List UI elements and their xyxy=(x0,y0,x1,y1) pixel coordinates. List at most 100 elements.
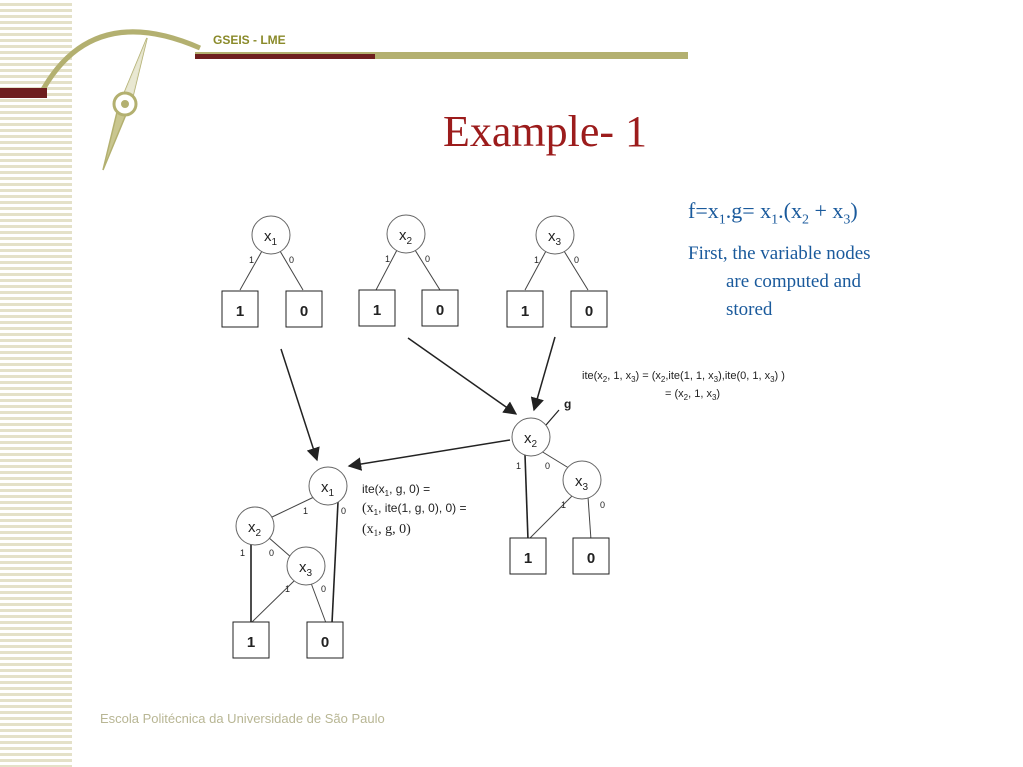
edge-label-zero: 0 xyxy=(289,255,294,265)
node-subscript: 2 xyxy=(256,528,262,539)
edge-label-one: 1 xyxy=(240,548,245,558)
edge-line xyxy=(587,496,592,541)
bdd-x3: x3 1 0 1 0 xyxy=(506,215,608,328)
formula-part: + x xyxy=(808,198,844,223)
terminal-label: 0 xyxy=(436,302,444,319)
description-line: First, the variable nodes xyxy=(688,243,871,264)
description-line: stored xyxy=(726,299,773,320)
terminal-node xyxy=(221,290,259,328)
page-title: Example- 1 xyxy=(443,107,648,156)
edge-label-zero: 0 xyxy=(425,254,430,264)
edge-label-one: 1 xyxy=(534,255,539,265)
terminal-label: 1 xyxy=(373,302,381,319)
svg-text:x2: x2 xyxy=(399,227,413,247)
svg-text:x3: x3 xyxy=(299,559,313,579)
node-label: x xyxy=(264,228,272,245)
terminal-node xyxy=(506,290,544,328)
terminal-node xyxy=(572,537,610,575)
node-label: x xyxy=(575,473,583,490)
edge-line xyxy=(540,450,573,471)
formula-sub: 2 xyxy=(801,212,809,228)
bdd-result: x1 1 0 x2 1 0 x3 1 0 1 0 xyxy=(232,466,348,659)
svg-text:x1: x1 xyxy=(321,479,335,499)
formula-sub: 1 xyxy=(771,212,779,228)
edge-label-zero: 0 xyxy=(545,461,550,471)
header-label: GSEIS - LME xyxy=(213,33,286,47)
ite-f-line2: (x1, ite(1, g, 0), 0) = xyxy=(362,501,467,517)
header-arc xyxy=(37,29,201,97)
terminal-node xyxy=(232,621,270,659)
node-label: x xyxy=(321,479,329,496)
formula-part: .g= x xyxy=(725,198,772,223)
edge-label-one: 1 xyxy=(516,461,521,471)
edge-line xyxy=(239,250,263,291)
ite-g-line2: = (x2, 1, x3) xyxy=(665,388,720,402)
footer-text: Escola Politécnica da Universidade de Sã… xyxy=(100,711,385,726)
node-subscript: 1 xyxy=(329,488,335,499)
compass-star-icon xyxy=(102,37,148,171)
var-node xyxy=(511,417,551,457)
edge-line xyxy=(527,493,575,541)
edge-label-zero: 0 xyxy=(574,255,579,265)
edge-line xyxy=(414,249,441,291)
edge-label-zero: 0 xyxy=(600,500,605,510)
edge-label-one: 1 xyxy=(385,254,390,264)
node-label: x xyxy=(524,430,532,447)
edge-line xyxy=(331,501,339,624)
g-pointer-line xyxy=(545,409,560,426)
svg-text:x2: x2 xyxy=(524,430,538,450)
arrow-x3-to-g xyxy=(530,336,556,412)
bdd-x2: x2 1 0 1 0 xyxy=(358,214,459,327)
terminal-node xyxy=(358,289,396,327)
var-node xyxy=(308,466,348,506)
var-node xyxy=(386,214,426,254)
node-subscript: 3 xyxy=(307,568,313,579)
left-accent-bar xyxy=(0,88,47,98)
edge-line xyxy=(524,250,547,291)
edge-line xyxy=(310,582,327,624)
edge-label-one: 1 xyxy=(561,500,566,510)
terminal-label: 0 xyxy=(300,303,308,320)
node-subscript: 3 xyxy=(556,237,562,248)
edge-line xyxy=(269,496,315,519)
terminal-label: 1 xyxy=(236,303,244,320)
node-label: x xyxy=(548,228,556,245)
formula-part: f=x xyxy=(688,198,719,223)
header-bar-olive xyxy=(195,52,688,59)
formula-part: ) xyxy=(850,198,858,223)
formula-sub: 3 xyxy=(843,212,851,228)
var-node xyxy=(286,546,326,586)
svg-text:x2: x2 xyxy=(248,519,262,539)
terminal-node xyxy=(306,621,344,659)
node-subscript: 1 xyxy=(272,237,278,248)
formula-part: .(x xyxy=(778,198,802,223)
description-line: are computed and xyxy=(726,271,862,292)
terminal-label: 0 xyxy=(321,634,329,651)
terminal-node xyxy=(570,290,608,328)
terminal-label: 1 xyxy=(524,550,532,567)
node-subscript: 2 xyxy=(532,439,538,450)
edge-label-zero: 0 xyxy=(269,548,274,558)
edge-label-one: 1 xyxy=(303,506,308,516)
striped-sidebar xyxy=(0,0,72,767)
svg-text:x3: x3 xyxy=(575,473,589,493)
terminal-node xyxy=(285,290,323,328)
g-label: g xyxy=(564,397,571,411)
node-label: x xyxy=(399,227,407,244)
formula: f=x1.g= x1.(x2 + x3) xyxy=(688,198,858,228)
terminal-label: 1 xyxy=(521,303,529,320)
edge-label-one: 1 xyxy=(249,255,254,265)
terminal-node xyxy=(509,537,547,575)
var-node xyxy=(535,215,575,255)
edge-label-zero: 0 xyxy=(341,506,346,516)
arrow-x2-to-g xyxy=(407,337,518,415)
ite-f-line3: (x1, g, 0) xyxy=(362,522,411,538)
node-label: x xyxy=(248,519,256,536)
ite-f-line1: ite(x1, g, 0) = xyxy=(362,482,430,498)
header-bar-maroon xyxy=(195,54,375,59)
edge-line xyxy=(524,454,529,541)
var-node xyxy=(235,506,275,546)
formula-sub: 1 xyxy=(718,212,726,228)
svg-text:x3: x3 xyxy=(548,228,562,248)
